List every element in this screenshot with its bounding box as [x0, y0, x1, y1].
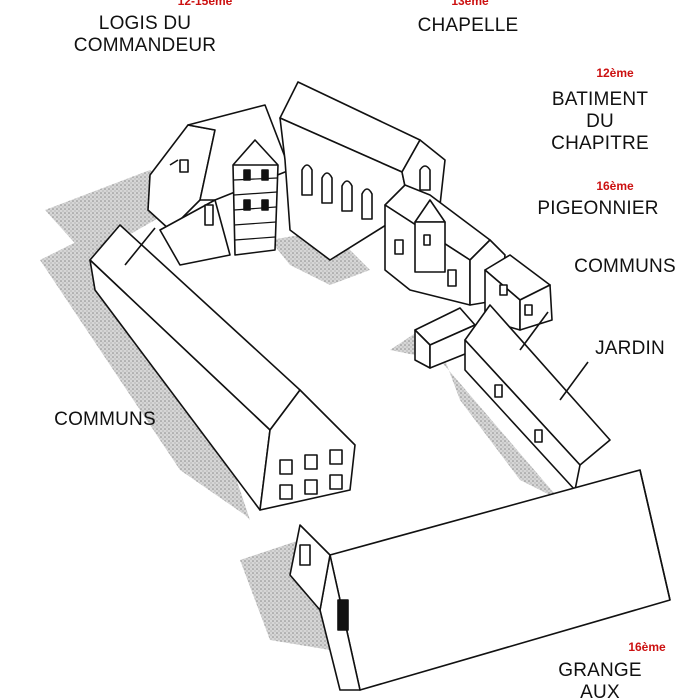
- buildings: [89, 81, 671, 691]
- batiment-label: BATIMENT DU CHAPITRE: [535, 89, 665, 155]
- communs-left-label-line-1: COMMUNS: [54, 409, 156, 430]
- chapelle-label-line-1: CHAPELLE: [417, 15, 519, 36]
- batiment-date: 12ème: [596, 66, 634, 80]
- pigeonnier-label: PIGEONNIER: [528, 198, 668, 220]
- grange-label-line-2: AUX: [580, 682, 620, 700]
- grange-label: GRANGE AUX: [545, 660, 655, 700]
- pigeonnier-date: 16ème: [596, 179, 634, 193]
- logis-label-line-2: COMMANDEUR: [73, 35, 217, 56]
- communs-left-label: COMMUNS: [40, 409, 170, 431]
- grange-date: 16ème: [628, 640, 666, 654]
- pigeonnier-label-line-1: PIGEONNIER: [537, 198, 659, 219]
- tower: [232, 139, 279, 256]
- communs-right-label: COMMUNS: [560, 256, 690, 278]
- batiment-label-line-3: CHAPITRE: [551, 133, 649, 154]
- communs-left-building: [89, 224, 356, 511]
- logis-label-line-1: LOGIS DU: [98, 13, 192, 34]
- pigeonnier: [414, 199, 446, 273]
- jardin-label: JARDIN: [580, 338, 680, 360]
- jardin-label-line-1: JARDIN: [595, 338, 665, 359]
- chapelle-date: 13ème: [451, 0, 489, 8]
- communs-right-label-line-1: COMMUNS: [574, 256, 676, 277]
- chapelle-label: CHAPELLE: [408, 15, 528, 37]
- jardin-building: [464, 304, 611, 491]
- grange-building: [289, 469, 671, 691]
- grange-label-line-1: GRANGE: [558, 660, 642, 681]
- batiment-label-line-1: BATIMENT: [551, 89, 649, 110]
- logis-date: 12-15ème: [177, 0, 233, 8]
- logis-label: LOGIS DU COMMANDEUR: [55, 13, 235, 57]
- chapelle-building: [279, 81, 446, 261]
- batiment-label-line-2: DU: [586, 111, 614, 132]
